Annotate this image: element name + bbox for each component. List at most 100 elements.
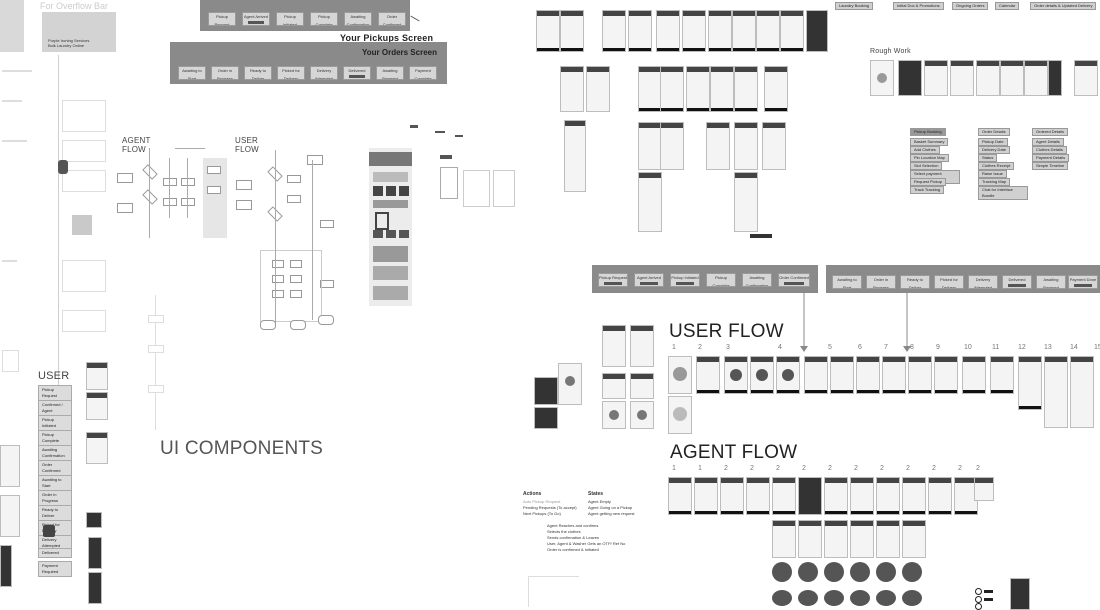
agent-flow-label: AGENT FLOW xyxy=(670,442,798,463)
status-chip[interactable]: Ready to Deliver xyxy=(900,275,930,289)
step-number: 2 xyxy=(802,465,806,472)
user-flowchart xyxy=(232,150,347,330)
user-list-item[interactable]: Order in Progress xyxy=(38,490,72,506)
step-number: 2 xyxy=(932,465,936,472)
status-chip[interactable]: Order in Progress xyxy=(866,275,896,289)
user-list-item[interactable]: Awaiting Confirmation xyxy=(38,445,72,461)
pickups-chip[interactable]: Order Confirmed xyxy=(378,12,406,26)
left-tree-trunk xyxy=(58,55,59,525)
small-illustration xyxy=(43,525,55,537)
step-number: 3 xyxy=(726,344,730,351)
feature-item: Track Tracking xyxy=(910,186,945,194)
step-number: 6 xyxy=(858,344,862,351)
status-chip[interactable]: Pickup Complete xyxy=(706,273,736,287)
feature-item: Tracking Map xyxy=(978,178,1011,186)
top-tag: Ongoing Orders xyxy=(952,2,989,10)
user-side-label: USER xyxy=(38,370,70,382)
status-chip[interactable]: Delivery Attempted xyxy=(968,275,998,289)
orders-chip[interactable]: Awaiting Payment xyxy=(376,66,404,80)
status-chip[interactable]: Pickup Request xyxy=(598,273,628,287)
feature-item: Agent Details xyxy=(1032,138,1064,146)
step-number: 2 xyxy=(828,465,832,472)
ui-components-label: UI COMPONENTS xyxy=(160,438,324,459)
pickups-connector xyxy=(410,15,420,22)
step-number: 11 xyxy=(992,344,1000,351)
top-tag: Order details & Updated Delivery xyxy=(1030,2,1097,10)
user-list-item[interactable]: Pickup Request xyxy=(38,385,72,401)
step-text: Agent Reaches and confirms xyxy=(547,523,599,528)
actions-heading: Actions xyxy=(523,491,542,497)
feature-item: Simple Timeline xyxy=(1032,162,1069,170)
feature-list-details: Ordered Details Agent Details Clothes De… xyxy=(1032,128,1082,178)
bottom-faint-chart xyxy=(528,576,579,607)
feature-item: Pin Location Map xyxy=(910,154,949,162)
status-chip[interactable]: Delivered xyxy=(1002,275,1032,289)
left-tree-blocks xyxy=(0,60,110,420)
feature-item: Clothes Details xyxy=(1032,146,1067,154)
user-list-item[interactable]: Delivered xyxy=(38,548,72,558)
user-list-item[interactable]: Pickup Initiated xyxy=(38,415,72,431)
orders-chip[interactable]: Delivered xyxy=(343,66,371,80)
user-list-item[interactable]: Delivery Attempted xyxy=(38,535,72,551)
step-number: 7 xyxy=(884,344,888,351)
left-purple-panel xyxy=(42,12,116,52)
pickups-chip[interactable]: Pickup Complete xyxy=(310,12,338,26)
step-text: Order is confirmed & Initiated xyxy=(547,547,599,552)
orders-chip[interactable]: Picked for Delivery xyxy=(277,66,305,80)
feature-item: Ordered Details xyxy=(1032,128,1069,136)
step-number: 5 xyxy=(828,344,832,351)
status-chip[interactable]: Picked for Delivery xyxy=(934,275,964,289)
user-list-item[interactable]: Payment Required xyxy=(38,561,72,577)
state-item: Agent getting new request xyxy=(588,511,635,516)
user-list-item[interactable]: Order Confirmed xyxy=(38,460,72,476)
status-chip[interactable]: Awaiting Payment xyxy=(1036,275,1066,289)
status-chip[interactable]: Agent Arrived xyxy=(634,273,664,287)
user-flow-screens: 1 2 3 4 5 6 7 8 9 10 11 12 13 14 15 xyxy=(668,344,1100,436)
step-number: 2 xyxy=(724,465,728,472)
action-item: Auto Pickup Request xyxy=(523,499,561,504)
left-gray-panel xyxy=(0,0,24,52)
left-edge-phones xyxy=(0,445,22,605)
orders-chip[interactable]: Awaiting to Start xyxy=(178,66,206,80)
steps-block: Agent Reaches and confirms Selects the c… xyxy=(547,522,657,558)
step-number: 1 xyxy=(672,344,676,351)
step-number: 14 xyxy=(1070,344,1078,351)
orders-chip[interactable]: Payment Complete xyxy=(409,66,437,80)
orders-chip[interactable]: Ready to Deliver xyxy=(244,66,272,80)
feature-item: Delivery Date xyxy=(978,146,1011,154)
top-tag: Initial Doc & Promotions xyxy=(893,2,944,10)
step-number: 2 xyxy=(776,465,780,472)
agent-flow-label-left: AGENT FLOW xyxy=(122,136,151,154)
feature-item: Payment Details xyxy=(1032,154,1070,162)
user-list-item[interactable]: Confirmed / Agent xyxy=(38,400,72,416)
step-number: 2 xyxy=(698,344,702,351)
status-chip[interactable]: Awaiting to Start xyxy=(832,275,862,289)
user-list-item[interactable]: Awaiting to Start xyxy=(38,475,72,491)
orders-chip[interactable]: Delivery Attempted xyxy=(310,66,338,80)
pickups-chip[interactable]: Awaiting Confirmation xyxy=(344,12,372,26)
feature-item: Add Clothes xyxy=(910,146,940,154)
pickups-chip[interactable]: Agent Arrived xyxy=(242,12,270,26)
orders-chip[interactable]: Order in Progress xyxy=(211,66,239,80)
feature-item: Slot Selection xyxy=(910,162,943,170)
pickups-chip[interactable]: Pickup Request xyxy=(208,12,236,26)
status-chip[interactable]: Payment Done xyxy=(1068,275,1098,289)
action-item: Next Pickups (To Go) xyxy=(523,511,561,516)
user-list-item[interactable]: Ready to Deliver xyxy=(38,505,72,521)
agent-flowchart xyxy=(115,148,227,238)
feature-item: Basket Summary xyxy=(910,138,949,146)
user-list-item[interactable]: Pickup Complete xyxy=(38,430,72,446)
flow-icon xyxy=(975,588,995,610)
top-left-faint-title: For Overflow Bar xyxy=(40,1,109,11)
top-tag: Calendar xyxy=(995,2,1020,10)
user-flow-side-phones xyxy=(534,325,654,435)
flow-arrows xyxy=(800,292,911,352)
state-item: Agent Going on a Pickup xyxy=(588,505,633,510)
user-status-bar: Pickup Request Agent Arrived Pickup Init… xyxy=(592,265,818,293)
status-chip[interactable]: Order Confirmed xyxy=(778,273,810,287)
status-chip[interactable]: Pickup Initiated xyxy=(670,273,700,287)
step-number: 1 xyxy=(698,465,702,472)
status-chip[interactable]: Awaiting Confirmation xyxy=(742,273,772,287)
pickups-chip[interactable]: Pickup Initiated xyxy=(276,12,304,26)
step-text: Selects the clothes xyxy=(547,529,581,534)
